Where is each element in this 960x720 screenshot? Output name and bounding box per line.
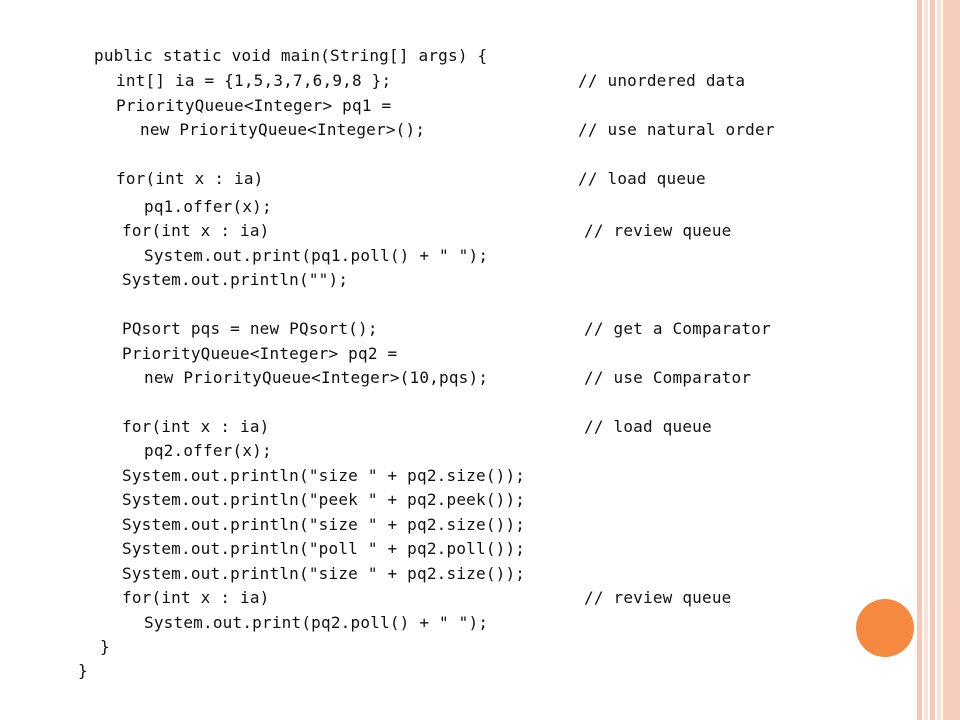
code-line: for(int x : ia) — [122, 417, 270, 436]
code-line: new PriorityQueue<Integer>(10,pqs); — [144, 368, 489, 387]
code-comment: // review queue — [584, 588, 732, 607]
code-line: pq2.offer(x); — [144, 441, 272, 460]
code-line: System.out.println("poll " + pq2.poll())… — [122, 539, 526, 558]
border-stripe — [924, 0, 928, 720]
code-line: int[] ia = {1,5,3,7,6,9,8 }; — [116, 71, 392, 90]
border-stripe — [943, 0, 960, 720]
border-stripe — [930, 0, 935, 720]
code-line: pq1.offer(x); — [144, 197, 272, 216]
code-comment: // use natural order — [578, 120, 775, 139]
code-line: System.out.println("size " + pq2.size())… — [122, 564, 526, 583]
code-comment: // load queue — [578, 169, 706, 188]
accent-circle — [856, 599, 914, 657]
border-stripe — [937, 0, 941, 720]
code-line: new PriorityQueue<Integer>(); — [140, 120, 426, 139]
code-line: for(int x : ia) — [116, 169, 264, 188]
code-comment: // use Comparator — [584, 368, 752, 387]
code-comment: // get a Comparator — [584, 319, 771, 338]
code-line: System.out.println("size " + pq2.size())… — [122, 466, 526, 485]
code-line: PriorityQueue<Integer> pq1 = — [116, 96, 392, 115]
code-line: System.out.print(pq1.poll() + " "); — [144, 246, 489, 265]
code-line: } — [78, 661, 88, 680]
code-line: PriorityQueue<Integer> pq2 = — [122, 344, 398, 363]
code-comment: // review queue — [584, 221, 732, 240]
code-line: System.out.println("size " + pq2.size())… — [122, 515, 526, 534]
code-line: System.out.println(""); — [122, 270, 349, 289]
code-line: } — [100, 637, 110, 656]
code-line: System.out.print(pq2.poll() + " "); — [144, 613, 489, 632]
code-line: PQsort pqs = new PQsort(); — [122, 319, 378, 338]
code-line: System.out.println("peek " + pq2.peek())… — [122, 490, 526, 509]
code-line: public static void main(String[] args) { — [94, 46, 488, 65]
border-stripe — [917, 0, 922, 720]
code-comment: // load queue — [584, 417, 712, 436]
code-line: for(int x : ia) — [122, 221, 270, 240]
code-comment: // unordered data — [578, 71, 746, 90]
code-line: for(int x : ia) — [122, 588, 270, 607]
